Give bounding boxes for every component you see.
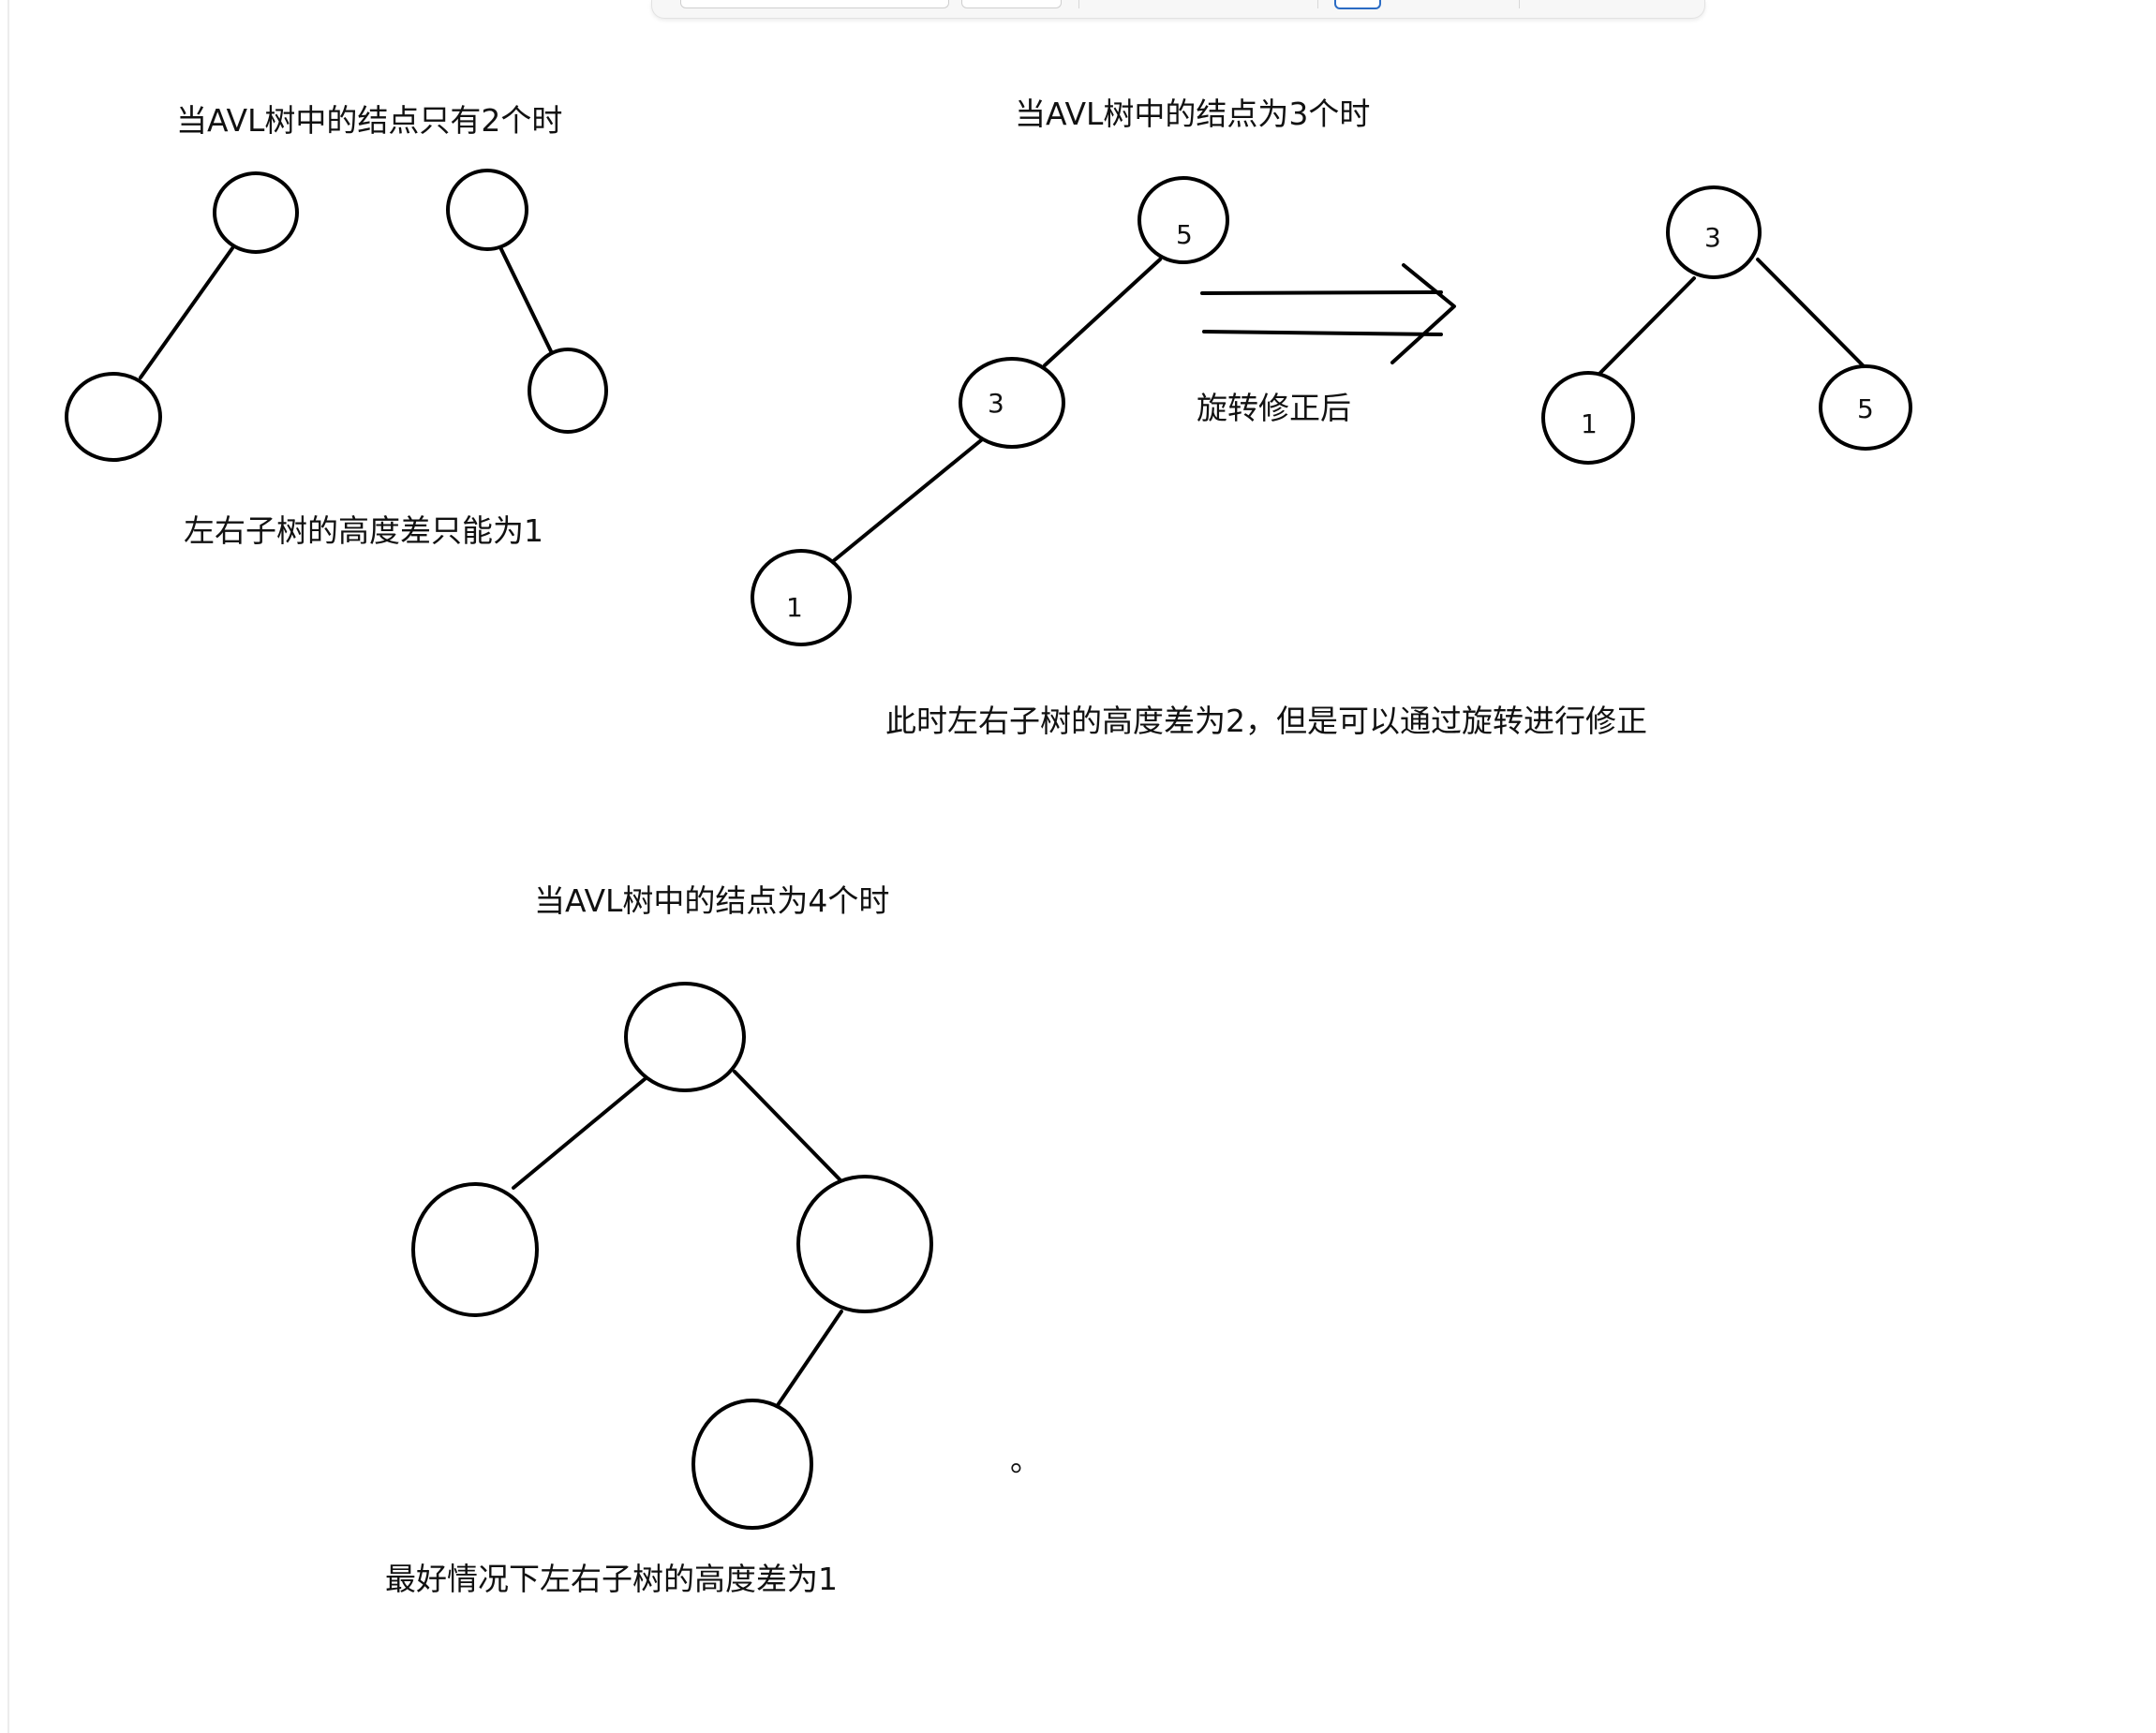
four-nodes-caption: 最好情况下左右子树的高度差为1	[385, 1561, 838, 1597]
tree-node	[1666, 185, 1762, 279]
tree-node	[446, 169, 528, 251]
arrow-head	[1390, 263, 1456, 364]
section-three-nodes: 当AVL树中的结点为3个时 5 3 1 旋转修正后 3 1	[751, 96, 1912, 739]
tree-node	[624, 982, 746, 1092]
tree-node	[65, 372, 162, 462]
toolbar-input-small[interactable]	[961, 0, 1062, 8]
tree-node	[796, 1175, 933, 1313]
three-nodes-caption: 此时左右子树的高度差为2，但是可以通过旋转进行修正	[885, 703, 1647, 739]
tree-node	[1819, 364, 1912, 451]
tree-edge	[1756, 258, 1866, 369]
three-nodes-title: 当AVL树中的结点为3个时	[1015, 96, 1370, 132]
four-nodes-title: 当AVL树中的结点为4个时	[534, 882, 889, 919]
canvas-left-border	[0, 0, 9, 1733]
tree-node	[528, 348, 608, 434]
tree-node	[411, 1182, 539, 1317]
two-nodes-caption: 左右子树的高度差只能为1	[184, 512, 543, 549]
toolbar-input-left[interactable]	[680, 0, 949, 8]
tree-edge	[830, 435, 988, 564]
node-value: 1	[786, 592, 803, 623]
node-value: 5	[1857, 393, 1874, 424]
tree-edge	[498, 244, 553, 353]
tree-edge	[733, 1070, 842, 1182]
node-value: 3	[988, 388, 1004, 419]
tree-edge	[776, 1310, 843, 1407]
tree-edge	[1043, 258, 1162, 367]
two-nodes-title: 当AVL树中的结点只有2个时	[176, 102, 562, 139]
tree-node	[751, 549, 852, 646]
dot-mark: 。	[1010, 1442, 1041, 1478]
arrow-line-top	[1200, 290, 1443, 295]
rotation-arrow	[1200, 263, 1456, 364]
tree-node	[213, 171, 299, 254]
tree-node	[691, 1399, 813, 1530]
tree-edge	[139, 246, 234, 379]
node-value: 5	[1176, 219, 1193, 250]
tree-node	[959, 357, 1065, 449]
toolbar-separator	[1078, 0, 1079, 8]
arrow-line-bottom	[1202, 330, 1443, 336]
rotation-label: 旋转修正后	[1197, 390, 1351, 426]
drawing-toolbar	[651, 0, 1705, 19]
tree-node	[1541, 371, 1635, 465]
toolbar-active-tool[interactable]	[1334, 0, 1381, 9]
section-two-nodes: 当AVL树中的结点只有2个时 左右子树的高度差只能为1	[65, 102, 608, 549]
tree-node	[1137, 176, 1229, 264]
section-four-nodes: 当AVL树中的结点为4个时 。 最好情况下左右子树的高度差为1	[385, 882, 1041, 1597]
toolbar-separator	[1519, 0, 1520, 8]
node-value: 1	[1581, 408, 1598, 439]
node-value: 3	[1704, 222, 1721, 253]
tree-edge	[1596, 276, 1696, 378]
tree-edge	[512, 1077, 647, 1190]
toolbar-separator	[1317, 0, 1318, 8]
